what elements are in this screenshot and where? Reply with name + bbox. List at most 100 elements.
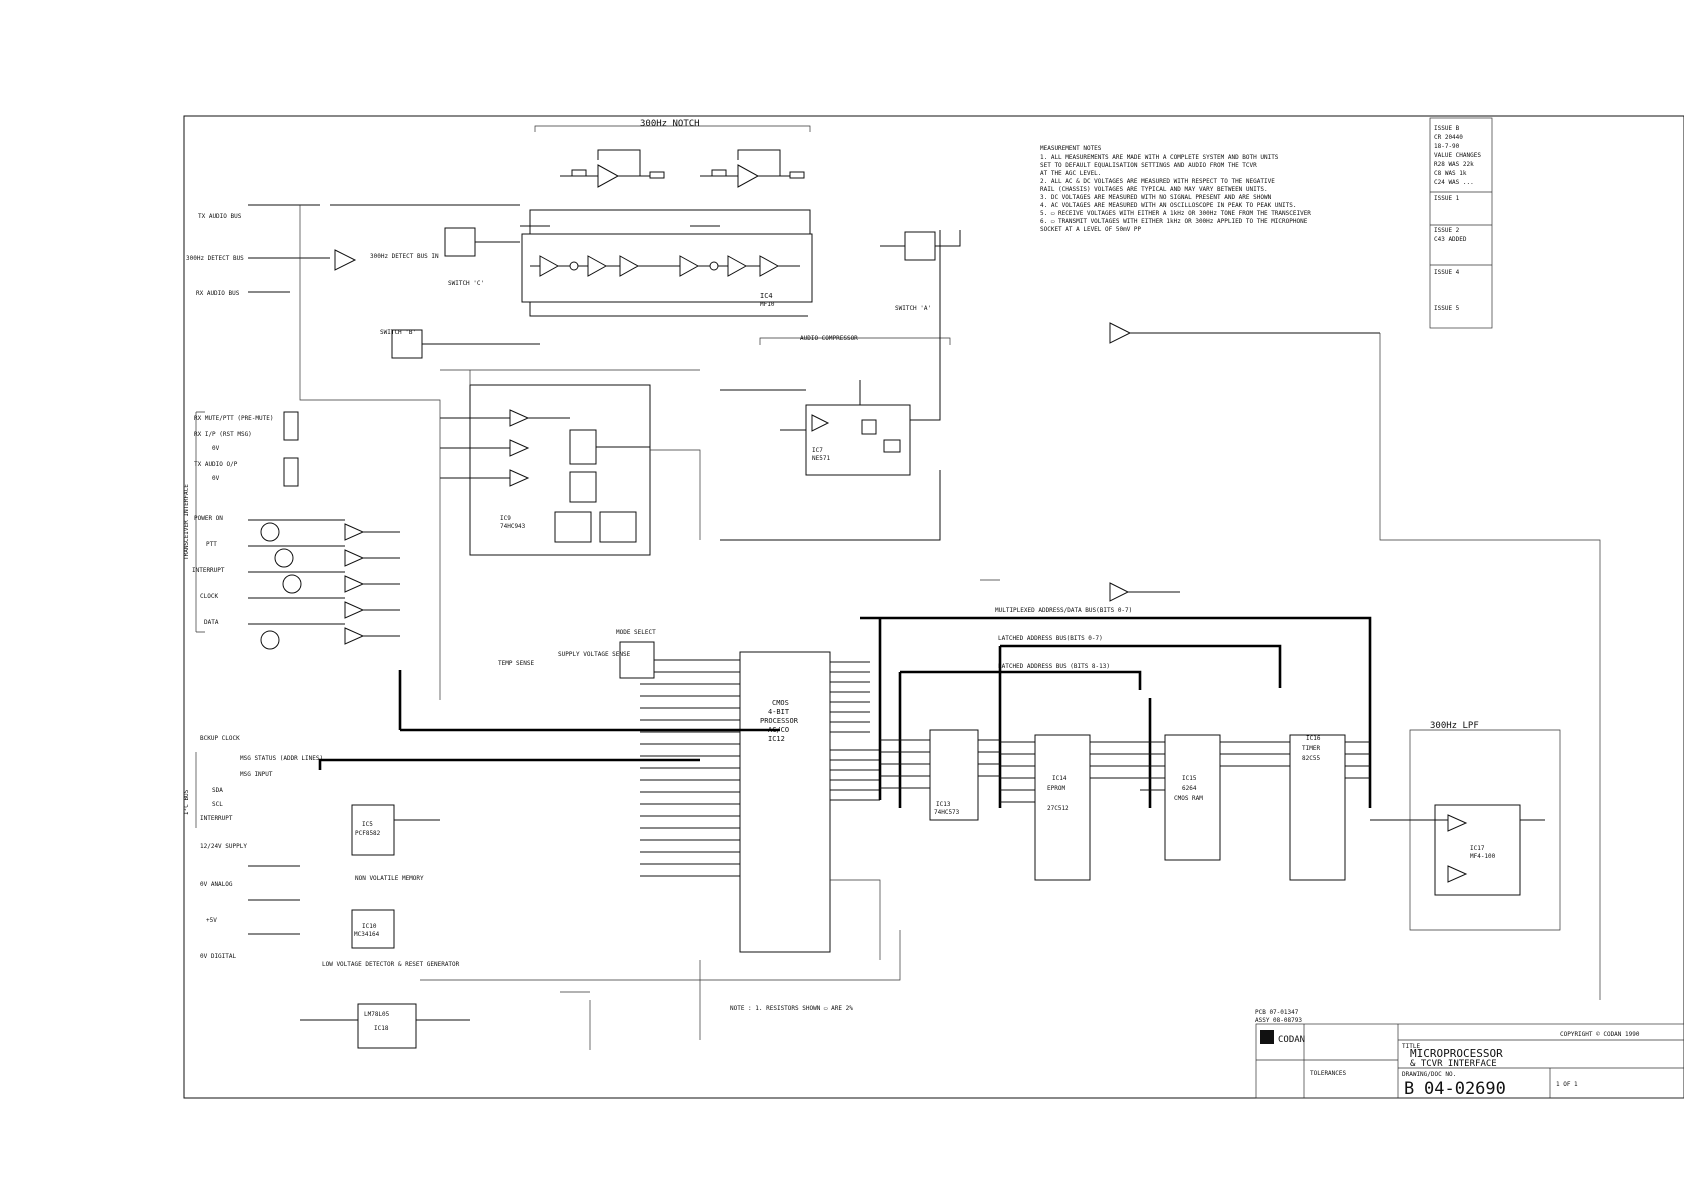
ic16-ref: IC16	[1306, 735, 1321, 742]
resistor-note: NOTE : 1. RESISTORS SHOWN ▭ ARE 2%	[730, 1005, 853, 1012]
title-label: TITLE	[1402, 1043, 1420, 1050]
ic4-ref: IC4	[760, 292, 773, 300]
connector-label: TX AUDIO BUS	[198, 213, 242, 220]
ic14-desc: EPROM	[1047, 785, 1065, 792]
codan-logo	[1260, 1030, 1274, 1044]
tone-detector-section: IC9 74HC943	[440, 384, 651, 556]
rev-line: VALUE CHANGES	[1434, 152, 1481, 159]
i2c-bus-label: I²C BUS	[183, 789, 190, 815]
note-line: 5. ▭ RECEIVE VOLTAGES WITH EITHER A 1kHz…	[1040, 210, 1311, 217]
rev-line: ISSUE 1	[1434, 195, 1460, 202]
rev-line: ISSUE 4	[1434, 269, 1460, 276]
note-line: AT THE AGC LEVEL.	[1040, 170, 1101, 177]
mode-select-label: MODE SELECT	[616, 629, 656, 636]
ic9-ref: IC9	[500, 515, 511, 522]
title-line1: MICROPROCESSOR	[1410, 1047, 1503, 1060]
note-line: RAIL (CHASSIS) VOLTAGES ARE TYPICAL AND …	[1040, 186, 1268, 193]
ic16-desc: TIMER	[1302, 745, 1320, 752]
copyright: COPYRIGHT © CODAN 1990	[1560, 1031, 1640, 1038]
ic5-ref: IC5	[362, 821, 373, 828]
assy-ref: ASSY 08-08793	[1255, 1017, 1302, 1024]
ic7-ref: IC7	[812, 447, 823, 454]
revision-block: ISSUE B CR 20440 18-7-90 VALUE CHANGES R…	[1429, 117, 1493, 329]
connector-label: INTERRUPT	[200, 815, 233, 822]
connector-label: 12/24V SUPPLY	[200, 843, 247, 850]
switch-c-label: SWITCH 'C'	[448, 280, 484, 287]
latched-bus-813-label: LATCHED ADDRESS BUS (BITS 8-13)	[998, 663, 1110, 670]
ic9-type: 74HC943	[500, 523, 526, 530]
connector-label: DATA	[204, 619, 219, 626]
connector-label: SCL	[212, 801, 223, 808]
rev-line: C43 ADDED	[1434, 236, 1467, 243]
connector-label: PTT	[206, 541, 217, 548]
connector-label: RX I/P (RST MSG)	[194, 431, 252, 438]
switch-b-label: SWITCH 'B'	[380, 329, 416, 336]
notch-label: 300Hz NOTCH	[640, 119, 700, 129]
audio-compressor-section: AUDIO COMPRESSOR IC7 NE571	[720, 230, 951, 541]
ic14-ref: IC14	[1052, 775, 1067, 782]
ic4-type: MF10	[760, 301, 775, 308]
ic15-ref: IC15	[1182, 775, 1197, 782]
ptt-detect-label: 300Hz DETECT BUS IN	[370, 253, 439, 260]
latched-bus-07-label: LATCHED ADDRESS BUS(BITS 0-7)	[998, 635, 1103, 642]
note-line: 4. AC VOLTAGES ARE MEASURED WITH AN OSCI…	[1040, 202, 1296, 209]
multiplexed-bus-label: MULTIPLEXED ADDRESS/DATA BUS(BITS 0-7)	[995, 607, 1132, 614]
note-line: 6. ▭ TRANSMIT VOLTAGES WITH EITHER 1kHz …	[1040, 218, 1308, 225]
ic17-type: MF4-100	[1470, 853, 1496, 860]
connector-label: TX AUDIO O/P	[194, 461, 238, 468]
memory-chips: IC13 74HC573 IC14 EPROM 27C512 IC15 6264…	[880, 729, 1370, 881]
drawing-label: DRAWING/DOC NO.	[1402, 1071, 1456, 1078]
size-letter: B	[1404, 1079, 1414, 1099]
title-line2: & TCVR INTERFACE	[1410, 1059, 1497, 1069]
ic15-type: 6264	[1182, 785, 1197, 792]
connector-label: CLOCK	[200, 593, 218, 600]
rev-line: 18-7-90	[1434, 143, 1460, 150]
measurement-notes: MEASUREMENT NOTES 1. ALL MEASUREMENTS AR…	[1040, 145, 1311, 233]
note-line: 2. ALL AC & DC VOLTAGES ARE MEASURED WIT…	[1040, 178, 1275, 185]
note-line: 3. DC VOLTAGES ARE MEASURED WITH NO SIGN…	[1040, 194, 1272, 201]
rev-line: C8 WAS 1k	[1434, 170, 1467, 177]
connector-label: MSG STATUS (ADDR LINES)	[240, 755, 323, 762]
connector-label: 0V	[212, 475, 220, 482]
connector-label: MSG INPUT	[240, 771, 273, 778]
sheet: 1 OF 1	[1556, 1081, 1578, 1088]
ic5-type: PCF8582	[355, 830, 381, 837]
ic15-desc: CMOS RAM	[1174, 795, 1203, 802]
mcu-line1: CMOS	[772, 699, 789, 707]
rev-line: C24 WAS ...	[1434, 179, 1474, 186]
connector-label: INTERRUPT	[192, 567, 225, 574]
left-connector-column: TX AUDIO BUS 300Hz DETECT BUS RX AUDIO B…	[183, 204, 400, 960]
supply-sense-label: SUPPLY VOLTAGE SENSE	[558, 651, 631, 658]
rev-line: ISSUE 5	[1434, 305, 1460, 312]
low-voltage-label: LOW VOLTAGE DETECTOR & RESET GENERATOR	[322, 961, 460, 968]
switch-a-label: SWITCH 'A'	[895, 305, 931, 312]
drawing-number: 04-02690	[1424, 1079, 1506, 1099]
pcb-ref: PCB 07-01347	[1255, 1009, 1299, 1016]
lpf-section: 300Hz LPF IC17 MF4-100	[1370, 721, 1561, 931]
lpf-label: 300Hz LPF	[1430, 721, 1479, 731]
analog-switches: SWITCH 'C' SWITCH 'A' SWITCH 'B' 300Hz D…	[330, 204, 1380, 602]
connector-label: POWER ON	[194, 515, 223, 522]
rev-line: CR 20440	[1434, 134, 1463, 141]
ic16-type: 82C55	[1302, 755, 1320, 762]
temp-sense-label: TEMP SENSE	[498, 660, 535, 667]
drawing-border	[183, 115, 1684, 1099]
ic13-type: 74HC573	[934, 809, 960, 816]
rev-line: ISSUE B	[1434, 125, 1460, 132]
compressor-label: AUDIO COMPRESSOR	[800, 335, 858, 342]
mcu-ref: IC12	[768, 735, 785, 743]
connector-label: +5V	[206, 917, 217, 924]
notes-heading: MEASUREMENT NOTES	[1040, 145, 1102, 152]
ic17-ref: IC17	[1470, 845, 1485, 852]
mcu-line2: 4-BIT	[768, 708, 790, 716]
rev-line: R28 WAS 22k	[1434, 161, 1474, 168]
company-name: CODAN	[1278, 1035, 1305, 1045]
note-line: 1. ALL MEASUREMENTS ARE MADE WITH A COMP…	[1040, 154, 1279, 161]
ic18-ref: IC18	[374, 1025, 389, 1032]
ic14-type: 27C512	[1047, 805, 1069, 812]
lower-left-section: IC5 PCF8582 NON VOLATILE MEMORY IC10 MC3…	[248, 629, 656, 1049]
ic10-type: MC34164	[354, 931, 380, 938]
ic13-ref: IC13	[936, 801, 951, 808]
nonvol-label: NON VOLATILE MEMORY	[355, 875, 424, 882]
